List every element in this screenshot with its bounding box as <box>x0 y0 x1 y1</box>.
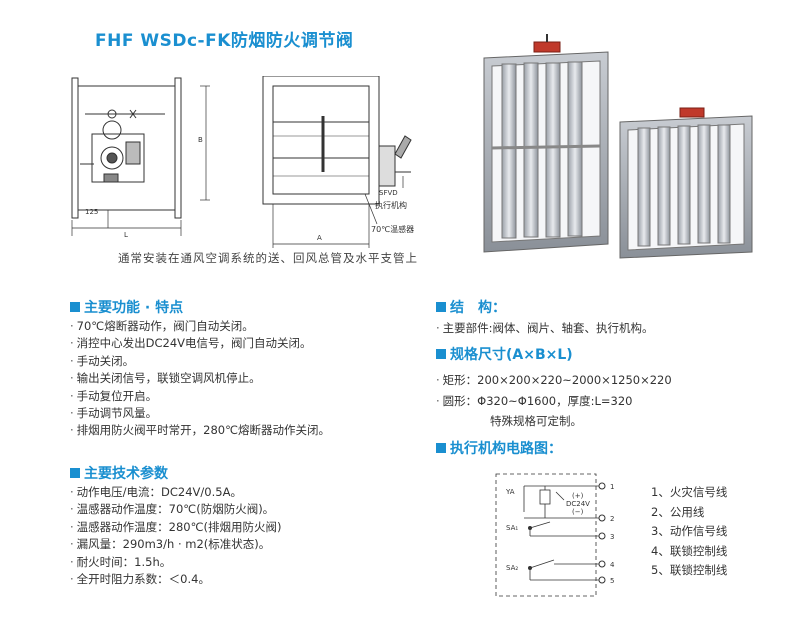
legend-item: 1、火灾信号线 <box>651 485 728 499</box>
feature-item: 输出关闭信号，联锁空调风机停止。 <box>70 370 330 387</box>
install-caption: 通常安装在通风空调系统的送、回风总管及水平支管上 <box>118 251 418 265</box>
legend-item: 4、联锁控制线 <box>651 543 728 558</box>
legend-item: 3、动作信号线 <box>651 524 728 538</box>
side-view-drawing: B 125 L <box>60 70 220 240</box>
tech-item: 动作电压/电流：DC24V/0.5A。 <box>70 484 282 501</box>
heading-square-icon <box>70 468 80 478</box>
legend-item: 5、联锁控制线 <box>651 563 728 577</box>
feature-item: 手动复位开启。 <box>70 388 330 405</box>
terminal-5: 5 <box>610 577 614 585</box>
tech-item: 温感器动作温度：280℃(排烟用防火阀) <box>70 519 282 536</box>
page-title: FHF WSDc-FK防烟防火调节阀 <box>95 31 354 51</box>
spec-list: 矩形：200×200×220~2000×1250×220 圆形：Φ320~Φ16… <box>436 370 672 412</box>
structure-item: 主要部件:阀体、阀片、轴套、执行机构。 <box>436 320 654 337</box>
circuit-heading: 执行机构电路图： <box>436 438 562 458</box>
dim-125-label: 125 <box>85 208 98 216</box>
structure-list: 主要部件:阀体、阀片、轴套、执行机构。 <box>436 320 654 337</box>
front-view-drawing: SFVD 执行机构 70℃温感器 A <box>255 76 435 251</box>
large-damper <box>483 34 609 253</box>
heading-square-icon <box>436 443 446 453</box>
structure-heading: 结 构： <box>436 297 506 317</box>
feature-item: 消控中心发出DC24V电信号，阀门自动关闭。 <box>70 335 330 352</box>
dc-label: DC24V <box>566 500 590 508</box>
temp-sensor-label: 70℃温感器 <box>371 224 414 234</box>
legend-item: 2、公用线 <box>651 504 705 519</box>
heading-square-icon <box>436 302 446 312</box>
tech-item: 全开时阻力系数：＜0.4。 <box>70 571 282 588</box>
heading-square-icon <box>436 349 446 359</box>
spec-item: 圆形：Φ320~Φ1600，厚度:L=320 <box>436 391 672 412</box>
product-photo <box>483 34 753 259</box>
minus-label: (−) <box>572 508 584 516</box>
tech-item: 耐火时间：1.5h。 <box>70 554 282 571</box>
terminal-3: 3 <box>610 533 614 541</box>
ya-label: YA <box>505 488 515 496</box>
circuit-legend: 1、火灾信号线 2、公用线 3、动作信号线 4、联锁控制线 5、联锁控制线 <box>651 483 727 581</box>
dim-a-label: A <box>317 234 322 242</box>
spec-note: 特殊规格可定制。 <box>490 414 582 428</box>
terminal-4: 4 <box>610 561 615 569</box>
plus-label: (+) <box>572 492 584 500</box>
spec-item: 矩形：200×200×220~2000×1250×220 <box>436 370 672 391</box>
features-heading: 主要功能 · 特点 <box>70 297 183 317</box>
feature-item: 排烟用防火阀平时常开，280℃熔断器动作关闭。 <box>70 422 330 439</box>
terminal-1: 1 <box>610 483 614 491</box>
actuator-label: 执行机构 <box>375 200 407 210</box>
small-damper <box>619 107 753 259</box>
feature-item: 手动调节风量。 <box>70 405 330 422</box>
features-list: 70℃熔断器动作，阀门自动关闭。 消控中心发出DC24V电信号，阀门自动关闭。 … <box>70 318 330 440</box>
sfvd-label: SFVD <box>379 189 398 197</box>
terminal-2: 2 <box>610 515 614 523</box>
feature-item: 手动关闭。 <box>70 353 330 370</box>
tech-heading: 主要技术参数 <box>70 463 168 483</box>
dim-l-label: L <box>124 231 128 239</box>
sa2-label: SA₂ <box>506 564 518 572</box>
feature-item: 70℃熔断器动作，阀门自动关闭。 <box>70 318 330 335</box>
circuit-diagram: 1 2 3 4 5 YA (+) DC24V (−) SA₁ SA₂ <box>495 473 615 597</box>
tech-item: 漏风量：290m3/h · m2(标准状态)。 <box>70 536 282 553</box>
heading-square-icon <box>70 302 80 312</box>
spec-heading: 规格尺寸(A×B×L) <box>436 344 573 364</box>
tech-list: 动作电压/电流：DC24V/0.5A。 温感器动作温度：70℃(防烟防火阀)。 … <box>70 484 282 588</box>
sa1-label: SA₁ <box>506 524 518 532</box>
dim-b-label: B <box>198 136 203 144</box>
tech-item: 温感器动作温度：70℃(防烟防火阀)。 <box>70 501 282 518</box>
